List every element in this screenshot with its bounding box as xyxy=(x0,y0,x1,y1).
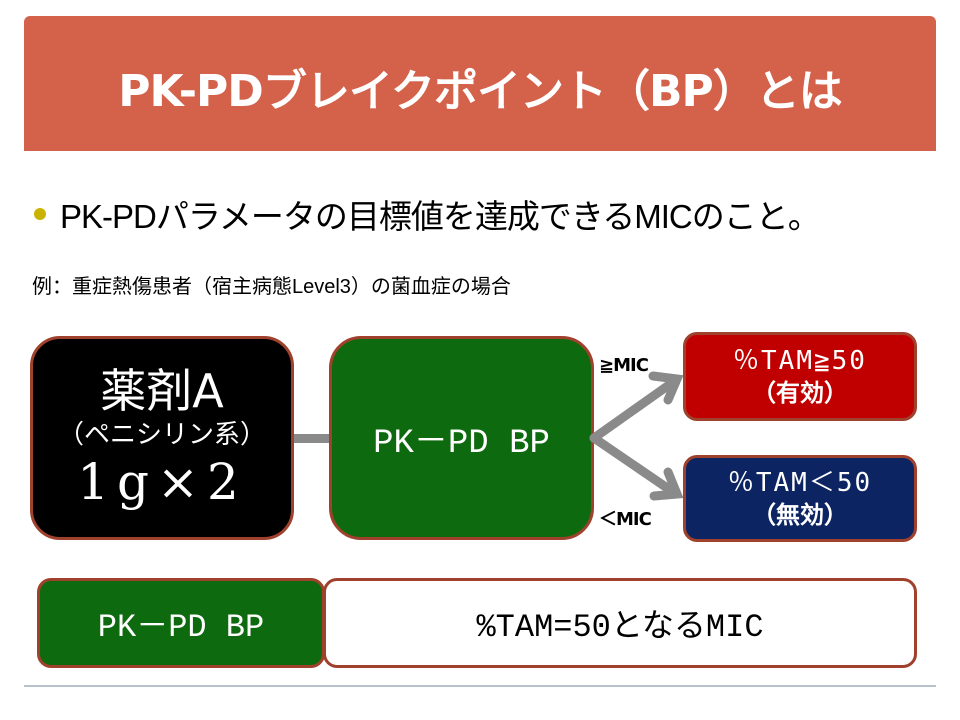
footer-divider xyxy=(24,685,936,687)
drug-dose: 1g×2 xyxy=(77,453,247,511)
result-ineffective-criterion: ％TAM＜50 xyxy=(727,467,873,498)
result-effective-label: （有効） xyxy=(752,378,848,407)
slide-title: PK-PDブレイクポイント（BP）とは xyxy=(118,65,842,117)
connector-line xyxy=(294,434,330,443)
pkpd-bp-label: PK－PD BP xyxy=(373,425,550,463)
bullet-dot-icon xyxy=(34,208,46,220)
result-ineffective-label: （無効） xyxy=(752,500,848,529)
condition-lt-mic: ＜MIC xyxy=(599,509,652,530)
drug-class: （ペニシリン系） xyxy=(57,420,266,450)
result-effective-criterion: ％TAM≧50 xyxy=(733,345,867,376)
drug-name: 薬剤A xyxy=(100,364,224,418)
bullet-item: PK-PDパラメータの目標値を達成できるMICのこと。 xyxy=(34,190,821,238)
definition-term: PK－PD BP xyxy=(97,609,265,646)
bullet-text: PK-PDパラメータの目標値を達成できるMICのこと。 xyxy=(60,198,821,235)
result-ineffective-box: ％TAM＜50 （無効） xyxy=(683,455,917,542)
definition-description: %TAM=50となるMIC xyxy=(476,609,764,646)
example-caption: 例：重症熱傷患者（宿主病態Level3）の菌血症の場合 xyxy=(32,276,511,298)
result-effective-box: ％TAM≧50 （有効） xyxy=(683,332,917,421)
condition-ge-mic: ≧MIC xyxy=(599,355,649,376)
definition-term-box: PK－PD BP xyxy=(37,578,325,668)
definition-description-box: %TAM=50となるMIC xyxy=(323,578,917,668)
title-banner: PK-PDブレイクポイント（BP）とは xyxy=(24,16,936,151)
pkpd-bp-box: PK－PD BP xyxy=(329,336,594,540)
drug-box: 薬剤A （ペニシリン系） 1g×2 xyxy=(30,336,294,540)
